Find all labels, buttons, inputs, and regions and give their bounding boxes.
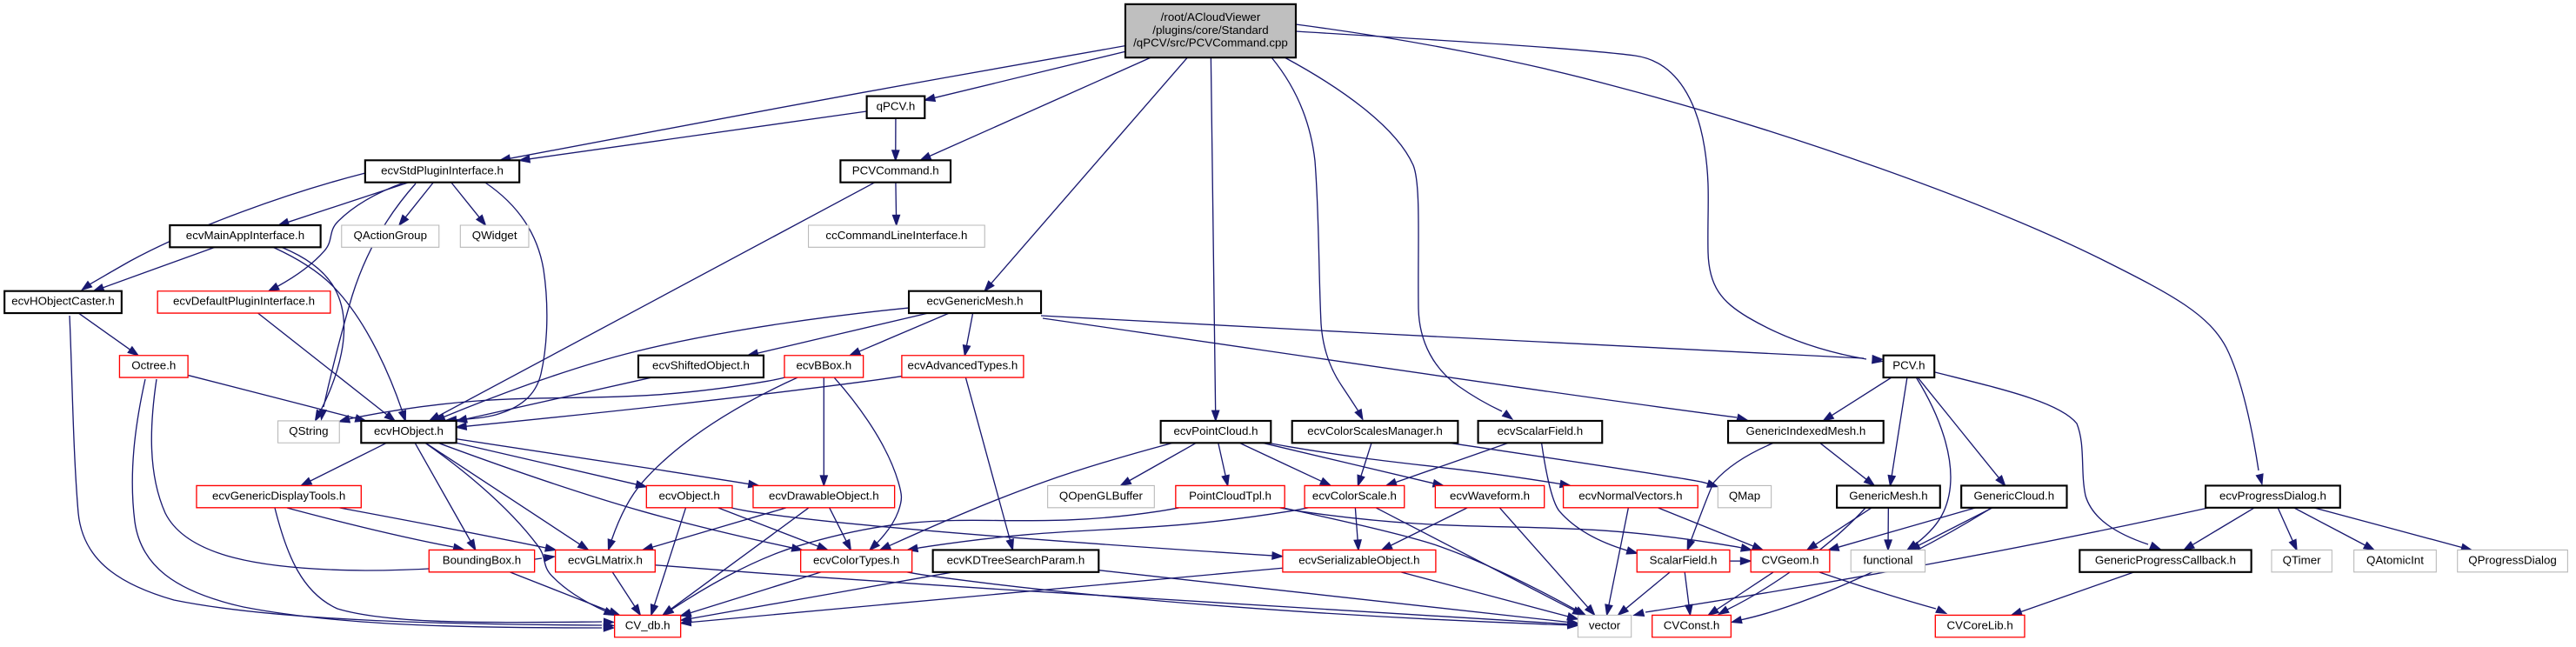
- svg-text:ecvGenericMesh.h: ecvGenericMesh.h: [926, 295, 1023, 308]
- svg-text:ecvAdvancedTypes.h: ecvAdvancedTypes.h: [908, 359, 1018, 372]
- svg-text:QTimer: QTimer: [2283, 553, 2321, 566]
- svg-text:ecvStdPluginInterface.h: ecvStdPluginInterface.h: [381, 163, 504, 177]
- svg-text:ScalarField.h: ScalarField.h: [1650, 553, 1718, 566]
- svg-text:ccCommandLineInterface.h: ccCommandLineInterface.h: [825, 229, 967, 242]
- svg-text:ecvSerializableObject.h: ecvSerializableObject.h: [1298, 553, 1419, 566]
- svg-text:ecvColorScale.h: ecvColorScale.h: [1312, 489, 1397, 502]
- svg-text:ecvMainAppInterface.h: ecvMainAppInterface.h: [186, 229, 304, 242]
- svg-text:ecvHObject.h: ecvHObject.h: [374, 424, 444, 437]
- svg-text:ecvDefaultPluginInterface.h: ecvDefaultPluginInterface.h: [173, 295, 315, 308]
- svg-text:ecvPointCloud.h: ecvPointCloud.h: [1173, 424, 1258, 437]
- svg-text:Octree.h: Octree.h: [131, 359, 176, 372]
- svg-text:QOpenGLBuffer: QOpenGLBuffer: [1059, 489, 1144, 502]
- svg-text:vector: vector: [1589, 618, 1621, 631]
- svg-text:PointCloudTpl.h: PointCloudTpl.h: [1189, 489, 1271, 502]
- svg-text:/qPCV/src/PCVCommand.cpp: /qPCV/src/PCVCommand.cpp: [1133, 37, 1288, 50]
- svg-text:CV_db.h: CV_db.h: [625, 618, 671, 631]
- svg-text:CVGeom.h: CVGeom.h: [1762, 553, 1819, 566]
- svg-text:CVCoreLib.h: CVCoreLib.h: [1946, 618, 2012, 631]
- svg-text:GenericMesh.h: GenericMesh.h: [1849, 489, 1927, 502]
- svg-text:qPCV.h: qPCV.h: [877, 100, 916, 113]
- svg-text:ecvKDTreeSearchParam.h: ecvKDTreeSearchParam.h: [947, 553, 1085, 566]
- svg-text:GenericProgressCallback.h: GenericProgressCallback.h: [2095, 553, 2236, 566]
- svg-text:ecvObject.h: ecvObject.h: [658, 489, 719, 502]
- svg-text:ecvScalarField.h: ecvScalarField.h: [1498, 424, 1584, 437]
- svg-text:functional: functional: [1863, 553, 1912, 566]
- svg-text:ecvGLMatrix.h: ecvGLMatrix.h: [568, 553, 643, 566]
- svg-text:ecvBBox.h: ecvBBox.h: [796, 359, 851, 372]
- svg-text:GenericCloud.h: GenericCloud.h: [1974, 489, 2055, 502]
- svg-text:ecvDrawableObject.h: ecvDrawableObject.h: [769, 489, 879, 502]
- svg-text:ecvColorScalesManager.h: ecvColorScalesManager.h: [1307, 424, 1443, 437]
- svg-text:BoundingBox.h: BoundingBox.h: [443, 553, 521, 566]
- svg-text:QString: QString: [289, 424, 328, 437]
- svg-text:ecvHObjectCaster.h: ecvHObjectCaster.h: [11, 295, 115, 308]
- svg-text:PCVCommand.h: PCVCommand.h: [852, 163, 939, 177]
- svg-text:QActionGroup: QActionGroup: [354, 229, 427, 242]
- svg-text:QAtomicInt: QAtomicInt: [2366, 553, 2424, 566]
- svg-text:QProgressDialog: QProgressDialog: [2468, 553, 2556, 566]
- svg-text:/plugins/core/Standard: /plugins/core/Standard: [1152, 23, 1268, 37]
- svg-text:ecvShiftedObject.h: ecvShiftedObject.h: [652, 359, 750, 372]
- svg-text:QMap: QMap: [1729, 489, 1760, 502]
- svg-text:ecvWaveform.h: ecvWaveform.h: [1450, 489, 1530, 502]
- svg-text:QWidget: QWidget: [472, 229, 517, 242]
- svg-text:ecvGenericDisplayTools.h: ecvGenericDisplayTools.h: [212, 489, 345, 502]
- svg-text:PCV.h: PCV.h: [1892, 359, 1925, 372]
- svg-text:/root/ACloudViewer: /root/ACloudViewer: [1161, 10, 1261, 23]
- svg-text:ecvNormalVectors.h: ecvNormalVectors.h: [1578, 489, 1682, 502]
- svg-text:CVConst.h: CVConst.h: [1664, 618, 1719, 631]
- svg-text:GenericIndexedMesh.h: GenericIndexedMesh.h: [1745, 424, 1865, 437]
- svg-text:ecvColorTypes.h: ecvColorTypes.h: [813, 553, 899, 566]
- svg-text:ecvProgressDialog.h: ecvProgressDialog.h: [2219, 489, 2326, 502]
